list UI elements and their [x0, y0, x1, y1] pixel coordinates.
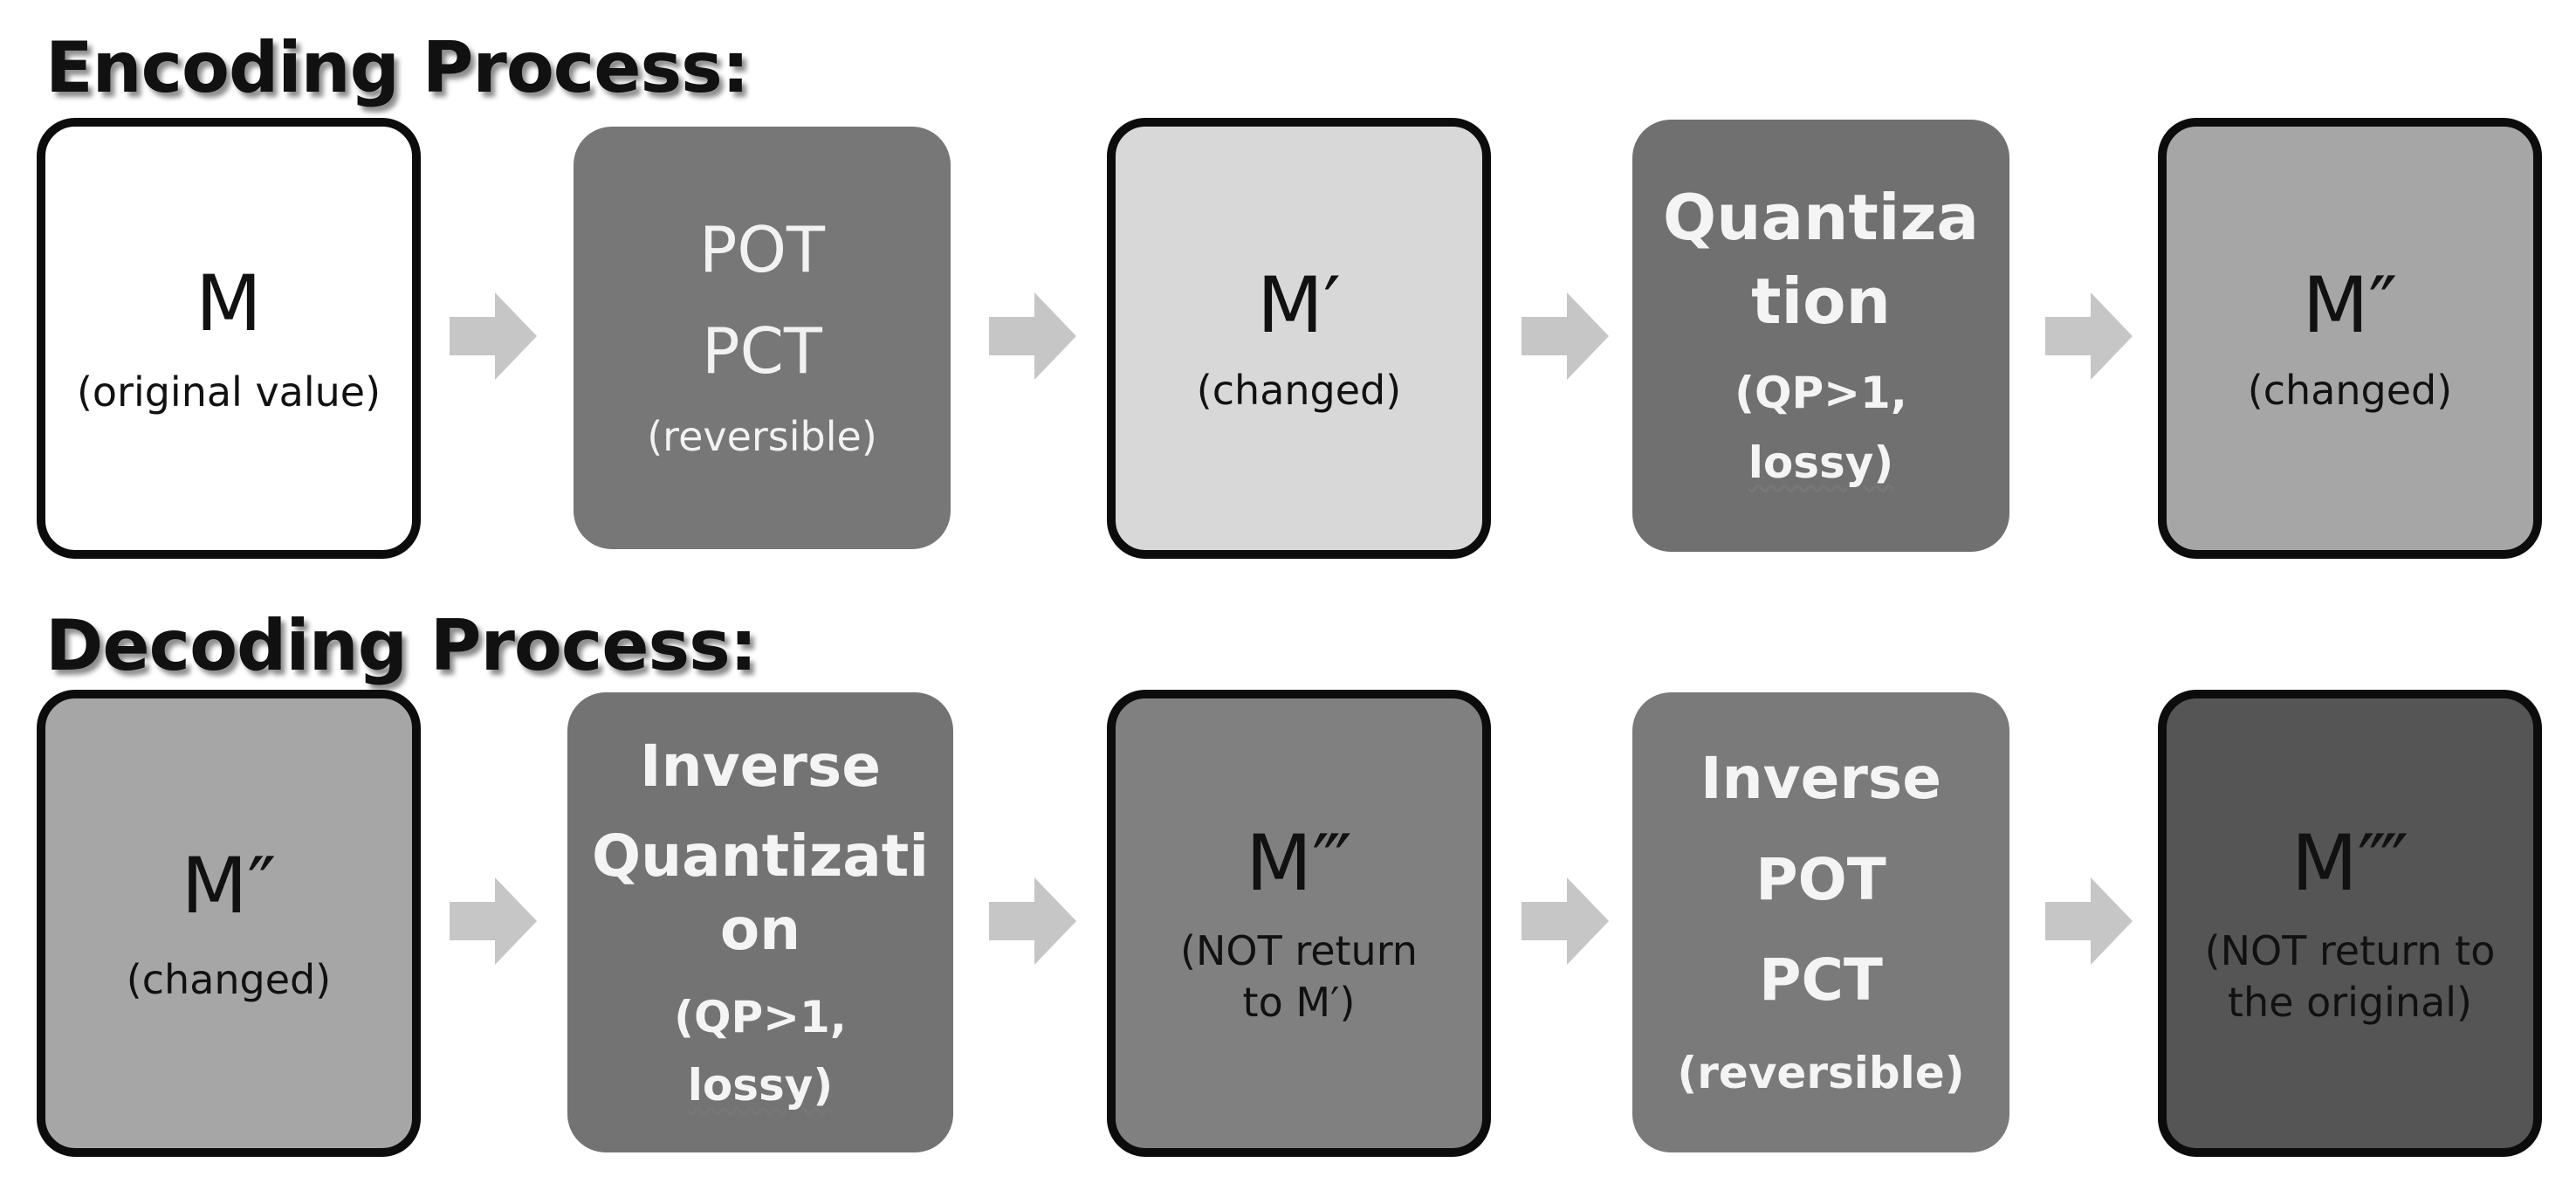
step-label-pct: PCT [702, 313, 822, 388]
step-note: (changed) [126, 955, 332, 1003]
decoding-step-inverse-pot-pct: Inverse POT PCT (reversible) [1632, 692, 2009, 1152]
step-label: Quantizati [592, 822, 929, 891]
step-note: (changed) [1196, 366, 1402, 414]
arrow-right-icon [989, 292, 1076, 380]
decoding-step-m-triple-prime: M‴ (NOT return to M′) [1107, 690, 1491, 1157]
step-label: Inverse [640, 733, 881, 801]
symbol-m-double-prime: M″ [2302, 260, 2398, 351]
encoding-step-m-prime: M′ (changed) [1107, 118, 1491, 559]
step-note: lossy) [1748, 437, 1894, 489]
decoding-step-inverse-quantization: Inverse Quantizati on (QP>1, lossy) [567, 692, 953, 1152]
encoding-step-pot-pct: POT PCT (reversible) [574, 127, 951, 549]
step-label: Quantiza [1663, 181, 1979, 255]
step-label: on [719, 895, 801, 963]
symbol-m-triple-prime: M‴ [1246, 818, 1352, 908]
step-label-pot: POT [1755, 845, 1886, 913]
step-note: to M′) [1242, 978, 1356, 1026]
arrow-right-icon [989, 877, 1076, 965]
step-note: the original) [2228, 978, 2472, 1026]
step-note: (reversible) [647, 413, 877, 461]
step-note: lossy) [687, 1060, 834, 1111]
arrow-right-icon [450, 292, 537, 380]
step-note: (reversible) [1677, 1048, 1965, 1099]
step-label-pct: PCT [1759, 946, 1883, 1014]
arrow-right-icon [1522, 877, 1609, 965]
step-label: tion [1751, 265, 1891, 338]
encoding-step-m-double-prime: M″ (changed) [2158, 118, 2542, 559]
symbol-m: M [196, 258, 262, 349]
encoding-step-original: M (original value) [37, 118, 421, 559]
arrow-right-icon [2045, 877, 2133, 965]
arrow-right-icon [2045, 292, 2133, 380]
step-note: (NOT return [1180, 927, 1418, 975]
arrow-right-icon [1522, 292, 1609, 380]
step-note: (QP>1, [674, 991, 847, 1042]
step-label-pot: POT [698, 213, 826, 287]
decoding-step-m-quadruple-prime: M⁗ (NOT return to the original) [2158, 690, 2542, 1157]
encoding-step-quantization: Quantiza tion (QP>1, lossy) [1632, 120, 2009, 552]
symbol-m-quadruple-prime: M⁗ [2291, 818, 2409, 908]
encoding-heading: Encoding Process: [45, 27, 750, 108]
step-note: (original value) [76, 368, 381, 416]
decoding-heading: Decoding Process: [45, 605, 758, 686]
decoding-step-m-double-prime: M″ (changed) [37, 690, 421, 1157]
symbol-m-prime: M′ [1257, 260, 1341, 351]
step-note: (NOT return to [2204, 927, 2496, 975]
step-label: Inverse [1700, 745, 1941, 813]
symbol-m-double-prime: M″ [181, 841, 277, 932]
step-note: (QP>1, [1735, 367, 1907, 418]
step-note: (changed) [2247, 366, 2453, 414]
arrow-right-icon [450, 877, 537, 965]
